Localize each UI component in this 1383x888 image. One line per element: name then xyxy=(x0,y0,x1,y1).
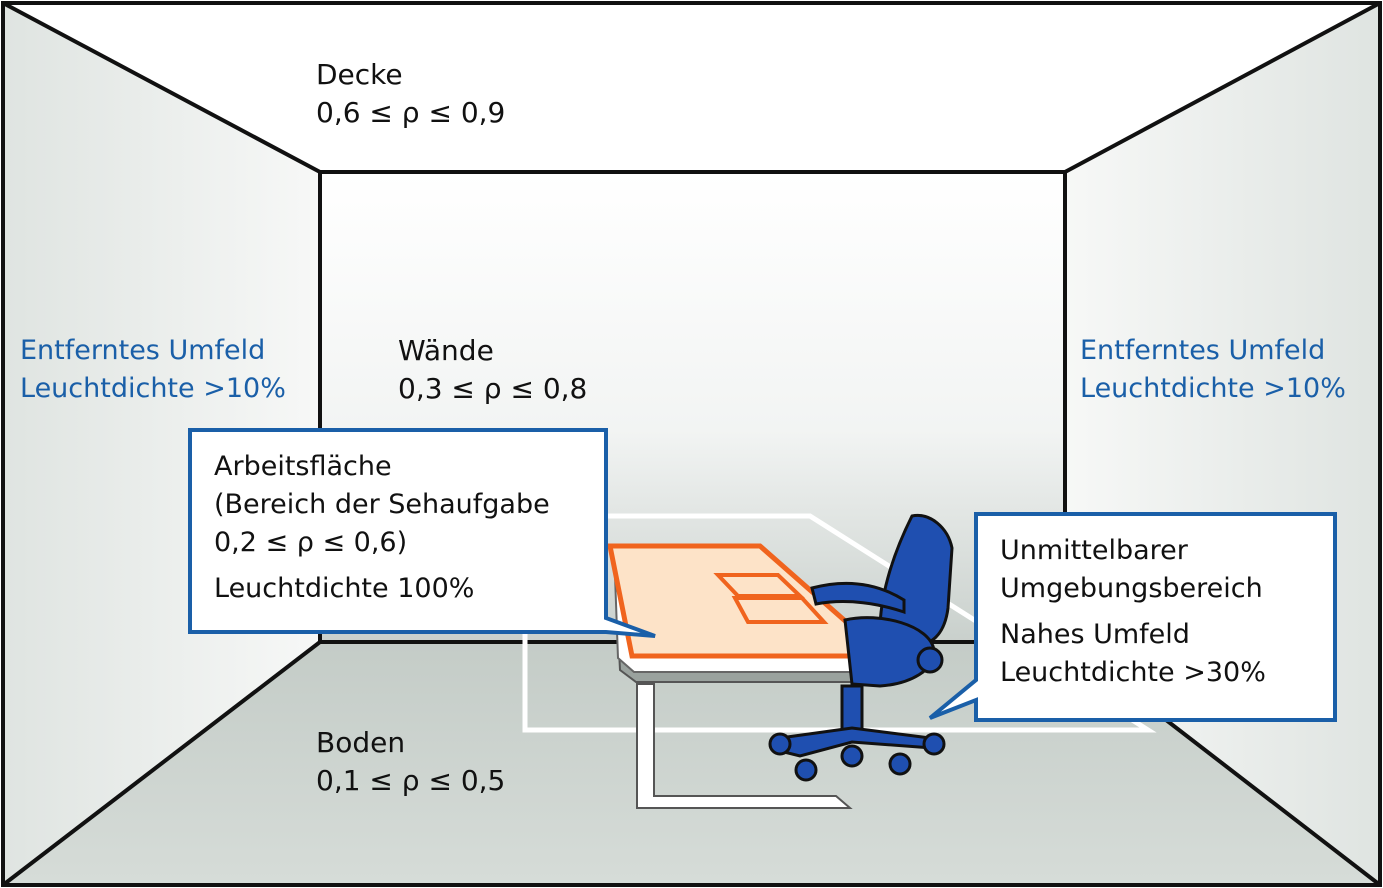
left-wall-plane xyxy=(4,4,320,884)
office-chair xyxy=(768,513,954,782)
far-right-line1: Entferntes Umfeld xyxy=(1080,335,1326,366)
desk xyxy=(606,543,892,809)
walls-label: Wände 0,3 ≤ ρ ≤ 0,8 xyxy=(398,332,587,408)
desk-leg xyxy=(636,683,853,809)
near-area-callout-box xyxy=(928,512,1337,722)
document-sheet-2 xyxy=(731,596,829,624)
near-area-callout-text: Unmittelbarer Umgebungsbereich Nahes Umf… xyxy=(1000,532,1266,692)
work-area-line1: Arbeitsfläche xyxy=(214,451,392,482)
work-area-callout-box xyxy=(188,428,656,638)
ceiling-plane xyxy=(4,4,1380,172)
walls-range: 0,3 ≤ ρ ≤ 0,8 xyxy=(398,372,588,405)
work-area-line4: Leuchtdichte 100% xyxy=(214,573,475,604)
far-surround-left-label: Entferntes Umfeld Leuchtdichte >10% xyxy=(20,332,286,408)
floor-range: 0,1 ≤ ρ ≤ 0,5 xyxy=(316,764,506,797)
near-area-line2: Umgebungsbereich xyxy=(1000,573,1263,604)
far-right-line2: Leuchtdichte >10% xyxy=(1080,373,1346,404)
walls-name: Wände xyxy=(398,334,494,367)
work-area-line3: 0,2 ≤ ρ ≤ 0,6) xyxy=(214,527,408,558)
ceiling-label: Decke 0,6 ≤ ρ ≤ 0,9 xyxy=(316,56,505,132)
near-area-line4: Leuchtdichte >30% xyxy=(1000,657,1266,688)
work-area-line2: (Bereich der Sehaufgabe xyxy=(214,489,550,520)
near-area-outline xyxy=(522,513,1157,733)
ceiling-name: Decke xyxy=(316,58,403,91)
near-area-line1: Unmittelbarer xyxy=(1000,535,1188,566)
ceiling-range: 0,6 ≤ ρ ≤ 0,9 xyxy=(316,96,506,129)
far-surround-right-label: Entferntes Umfeld Leuchtdichte >10% xyxy=(1080,332,1346,408)
work-area-callout-text: Arbeitsfläche (Bereich der Sehaufgabe 0,… xyxy=(214,448,550,608)
floor-name: Boden xyxy=(316,726,406,759)
floor-label: Boden 0,1 ≤ ρ ≤ 0,5 xyxy=(316,724,505,800)
far-left-line1: Entferntes Umfeld xyxy=(20,335,266,366)
far-left-line2: Leuchtdichte >10% xyxy=(20,373,286,404)
near-area-line3: Nahes Umfeld xyxy=(1000,619,1190,650)
